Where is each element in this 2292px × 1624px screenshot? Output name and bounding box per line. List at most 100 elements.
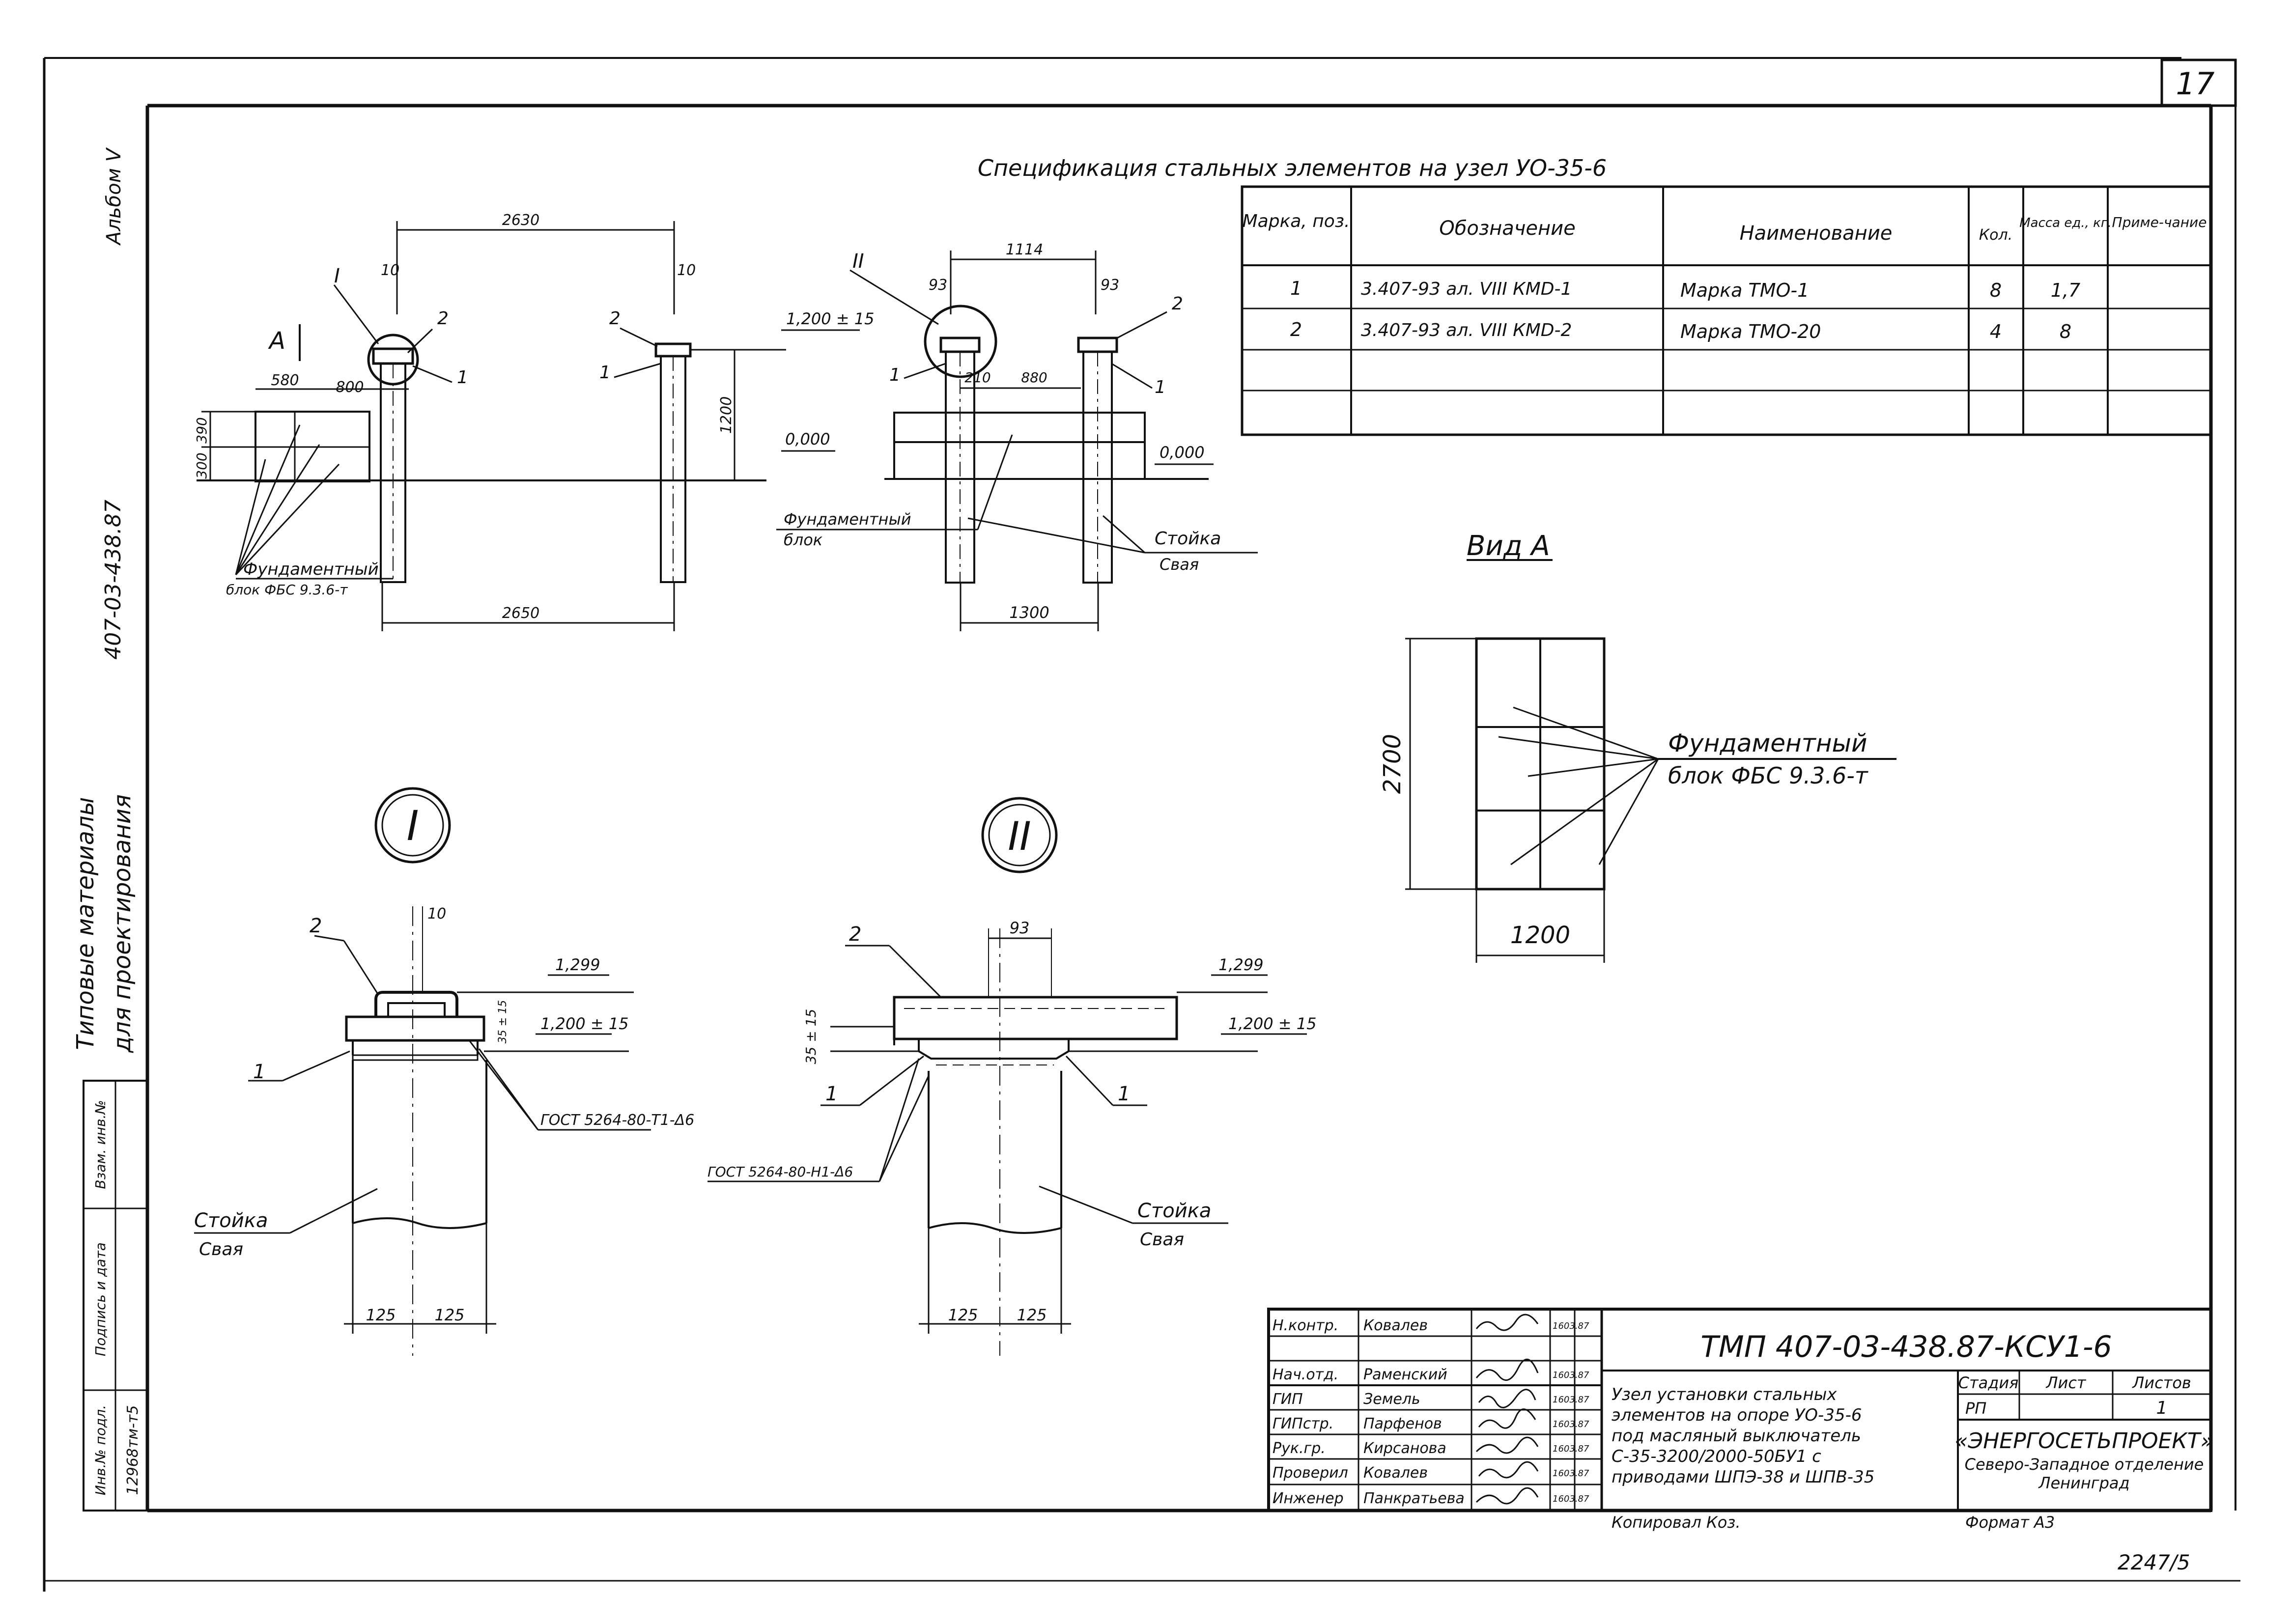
- tb-name-5: Кирсанова: [1363, 1440, 1446, 1457]
- node-II-dim-35: 35 ± 15: [803, 1009, 819, 1064]
- tb-name-2: Раменский: [1363, 1366, 1447, 1383]
- dim-880: 880: [1021, 369, 1047, 386]
- spec-row1-qty: 8: [1990, 280, 2002, 301]
- tb-org-3: Ленинград: [2038, 1474, 2129, 1492]
- dim-10-right: 10: [677, 262, 696, 279]
- spec-table: Спецификация стальных элементов на узел …: [978, 155, 2212, 436]
- signature-1: [1475, 1314, 1539, 1331]
- tb-org-2: Северо-Западное отделение: [1965, 1455, 2204, 1474]
- node-detail-I: I 10 125 125 1,299 1,200 ± 15 35 ± 15 2 …: [194, 787, 694, 1356]
- elevation-view-1: 2630 10 10 390 300 580 800 1,200 ± 15 12…: [194, 212, 874, 631]
- dim-800: 800: [336, 379, 364, 396]
- node-I-marker: I: [334, 265, 340, 287]
- binder-label-3: Взам. инв.№: [92, 1100, 109, 1189]
- dim-93-right: 93: [1101, 277, 1119, 294]
- node-II-stand-2: Свая: [1140, 1230, 1184, 1250]
- inventory-number: 12968тм-т5: [124, 1405, 141, 1495]
- tb-name-6: Ковалев: [1363, 1464, 1428, 1482]
- elev-1200-v1: 1,200 ± 15: [786, 309, 874, 328]
- typical-title-1: Типовые материалы: [72, 797, 99, 1050]
- spec-row2-code: 3.407-93 ал. VIII КМD-2: [1361, 320, 1572, 340]
- spec-header-name: Наименование: [1740, 222, 1893, 245]
- tb-role-5: Рук.гр.: [1273, 1440, 1326, 1457]
- tb-name-1: Ковалев: [1363, 1317, 1428, 1334]
- node-I-stand-2: Свая: [199, 1239, 243, 1260]
- tb-stage-value: РП: [1965, 1399, 1986, 1418]
- elev-0-v1: 0,000: [785, 430, 830, 448]
- binder-label-2: Подпись и дата: [92, 1242, 109, 1356]
- pos1-v2b: 1: [1155, 377, 1166, 397]
- node-II-weld: ГОСТ 5264-80-Н1-Δ6: [707, 1164, 853, 1180]
- dim-1114: 1114: [1006, 241, 1043, 258]
- tb-org-1: «ЭНЕРГОСЕТЬПРОЕКТ»: [1954, 1428, 2213, 1454]
- dim-2650: 2650: [502, 605, 539, 622]
- node-I-stand-1: Стойка: [194, 1209, 268, 1232]
- node-II-dim-125b: 125: [1017, 1306, 1047, 1324]
- tb-date-3: 1603.87: [1553, 1395, 1589, 1405]
- node-I-elev-1200: 1,200 ± 15: [540, 1014, 628, 1033]
- fbs-label-v1-1: Фундаментный: [243, 560, 379, 579]
- dim-2700: 2700: [1379, 734, 1406, 794]
- pos2-v1a: 2: [437, 308, 449, 329]
- tb-date-1: 1603.87: [1553, 1321, 1589, 1331]
- signature-6: [1478, 1461, 1539, 1479]
- pos1-v1b: 1: [599, 363, 611, 383]
- dim-1200-va: 1200: [1510, 922, 1570, 949]
- tb-date-5: 1603.87: [1553, 1444, 1589, 1454]
- node-II-elev-1200: 1,200 ± 15: [1228, 1014, 1316, 1033]
- dim-300: 300: [194, 452, 210, 478]
- node-II-pos1a: 1: [825, 1083, 838, 1105]
- spec-row1-name: Марка ТМО-1: [1680, 280, 1809, 301]
- tb-date-4: 1603.87: [1553, 1419, 1589, 1429]
- pos1-v1a: 1: [457, 367, 468, 388]
- left-margin: Альбом V 407-03-438.87 Типовые материалы…: [72, 147, 148, 1512]
- elevation-view-2: 1114 93 93 210 880 0,000 1300 II 2 1 1: [776, 241, 1258, 631]
- node-I-dim-125b: 125: [434, 1306, 464, 1324]
- pos1-v2a: 1: [889, 365, 901, 385]
- spec-row1-code: 3.407-93 ал. VIII КМD-1: [1361, 279, 1572, 299]
- node-I-circle-label: I: [407, 802, 419, 850]
- spec-row1-pos: 1: [1290, 278, 1302, 299]
- signature-3: [1478, 1389, 1536, 1408]
- view-a-marker: А: [268, 327, 285, 355]
- view-a: Вид А 2700 1200 Фундаментный блок ФБС 9.…: [1379, 530, 1896, 963]
- tb-stage-header: Стадия: [1958, 1373, 2019, 1392]
- dim-10-left: 10: [381, 262, 399, 279]
- tb-desc-3: под масляный выключатель: [1612, 1426, 1861, 1446]
- pos2-v1b: 2: [609, 308, 621, 329]
- spec-row1-mass: 1,7: [2051, 280, 2080, 301]
- dim-210: 210: [964, 369, 990, 386]
- tb-sheets-value: 1: [2156, 1398, 2168, 1418]
- typical-title-2: для проектирования: [109, 794, 136, 1053]
- tb-date-2: 1603.87: [1553, 1370, 1589, 1380]
- node-II-elev-1299: 1,299: [1218, 955, 1264, 974]
- spec-title: Спецификация стальных элементов на узел …: [978, 155, 1607, 181]
- spec-header-qty: Кол.: [1979, 226, 2012, 244]
- tb-role-6: Проверил: [1273, 1464, 1348, 1482]
- signature-7: [1475, 1487, 1539, 1505]
- dim-1200-v1: 1200: [718, 396, 735, 434]
- spec-header-code: Обозначение: [1439, 217, 1576, 240]
- stand-label-v2-2: Свая: [1160, 555, 1199, 574]
- tb-name-7: Панкратьева: [1363, 1490, 1465, 1507]
- stand-label-v2-1: Стойка: [1155, 529, 1221, 549]
- tb-code: ТМП 407-03-438.87-КСУ1-6: [1700, 1330, 2112, 1364]
- fbs-label-v1-2: блок ФБС 9.3.6-т: [226, 582, 348, 598]
- dim-93-left: 93: [929, 277, 947, 294]
- stamp-code: 2247/5: [2118, 1550, 2190, 1574]
- pos2-v2: 2: [1172, 294, 1183, 314]
- title-block: Н.контр. Ковалев 1603.87 Нач.отд. Раменс…: [1267, 1308, 2214, 1512]
- tb-sheet-header: Лист: [2045, 1373, 2086, 1392]
- sheet-number: 17: [2176, 66, 2215, 102]
- tb-date-7: 1603.87: [1553, 1494, 1589, 1504]
- fbs-label-va-1: Фундаментный: [1668, 729, 1868, 757]
- signature-2: [1475, 1358, 1539, 1381]
- tb-date-6: 1603.87: [1553, 1468, 1589, 1479]
- dim-390: 390: [194, 417, 210, 443]
- copied-by: Копировал Коз.: [1612, 1513, 1740, 1532]
- fbs-label-va-2: блок ФБС 9.3.6-т: [1668, 762, 1868, 789]
- tb-desc-2: элементов на опоре УО-35-6: [1612, 1405, 1862, 1425]
- tb-role-7: Инженер: [1273, 1490, 1344, 1507]
- node-I-dim-125a: 125: [366, 1306, 396, 1324]
